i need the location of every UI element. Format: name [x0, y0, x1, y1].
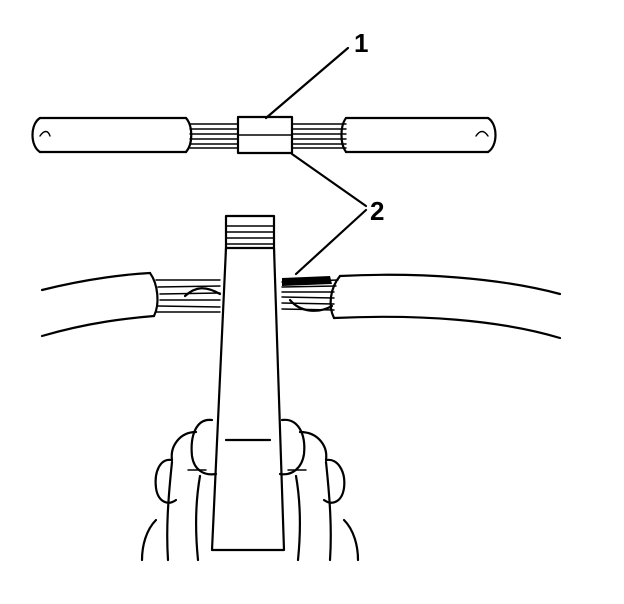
curved-wire-right [281, 273, 562, 340]
callout-2-label: 2 [370, 196, 384, 226]
callout-1-label: 1 [354, 28, 368, 58]
callout-1: 1 [264, 28, 368, 120]
exposed-strands-right [291, 123, 347, 149]
curved-wire-left [40, 271, 222, 338]
handle-left [140, 418, 218, 562]
callout-2: 2 [290, 152, 384, 276]
splice-sleeve [236, 115, 294, 155]
exposed-strands-left [189, 123, 239, 149]
handle-right [278, 418, 360, 562]
crimping-tool [140, 214, 360, 562]
finished-splice-wire [31, 115, 497, 155]
exposed-strands-tool [281, 276, 339, 312]
